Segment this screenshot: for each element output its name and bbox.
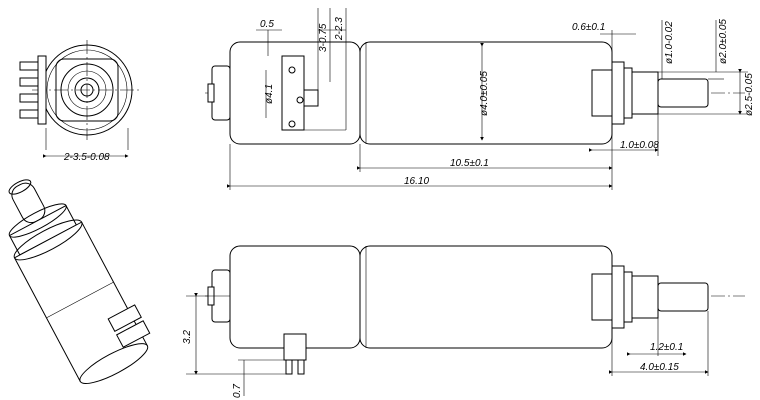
side-view-top: [205, 8, 748, 190]
side-view-bottom: [186, 245, 745, 396]
dim-2-3-5: 2-3.5-0.08: [63, 152, 110, 163]
dim-1-2: 1.2±0.1: [650, 342, 683, 353]
dim-4-0: 4.0±0.15: [640, 362, 679, 373]
dim-16-10: 16.10: [404, 176, 429, 187]
end-view: [19, 40, 142, 158]
dim-0-6: 0.6±0.1: [572, 22, 605, 33]
dim-1-0: 1.0±0.08: [620, 140, 659, 151]
dim-phi10: ø1.0-0.02: [664, 21, 675, 64]
dim-2-23: 2-2.3: [334, 17, 345, 41]
dim-phi40: ø4.0±0.05: [479, 71, 490, 116]
dim-10-5: 10.5±0.1: [450, 158, 489, 169]
dim-phi41: ø4.1: [264, 84, 275, 104]
dim-0-7: 0.7: [232, 384, 243, 398]
isometric-view: [8, 179, 151, 384]
dim-3-2: 3.2: [182, 330, 193, 344]
dim-phi20: ø2.0±0.05: [718, 19, 729, 64]
dim-3-075: 3-0.75: [318, 23, 329, 52]
dim-phi25: ø2.5-0.05: [744, 73, 755, 116]
dim-0-5: 0.5: [260, 19, 274, 30]
